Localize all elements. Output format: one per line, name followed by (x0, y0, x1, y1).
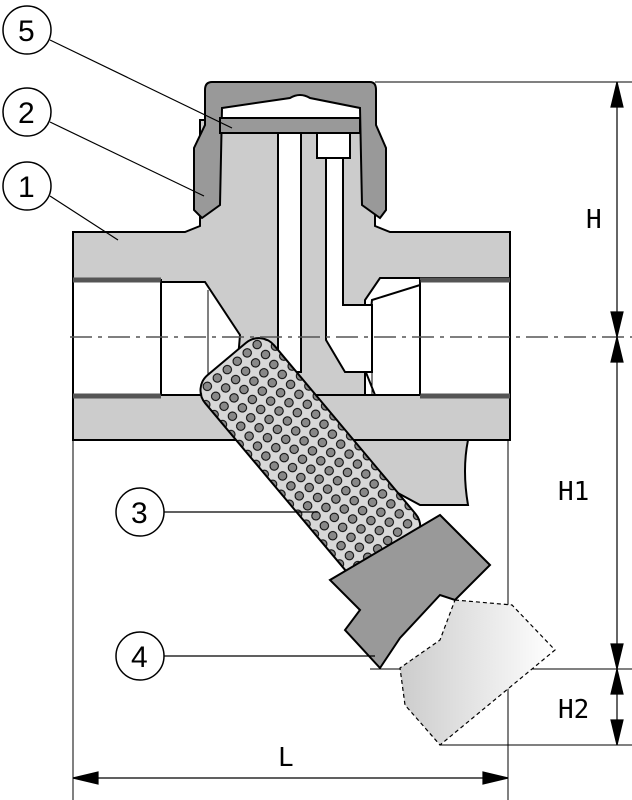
dimension-arrows (72, 81, 624, 785)
callout-1: 1 (18, 171, 35, 204)
callout-3: 3 (131, 497, 148, 530)
callout-4: 4 (131, 641, 148, 674)
bottom-plug (328, 513, 556, 746)
dimension-H2-label: H2 (558, 695, 589, 725)
callout-2: 2 (18, 97, 35, 130)
cap (193, 81, 387, 220)
callout-5: 5 (18, 15, 35, 48)
callout-leaders (49, 39, 375, 657)
dimension-L-label: L (278, 743, 294, 773)
callout-circles (2, 5, 165, 681)
dimension-H-label: H (586, 205, 602, 235)
dimension-H1-label: H1 (558, 477, 589, 507)
